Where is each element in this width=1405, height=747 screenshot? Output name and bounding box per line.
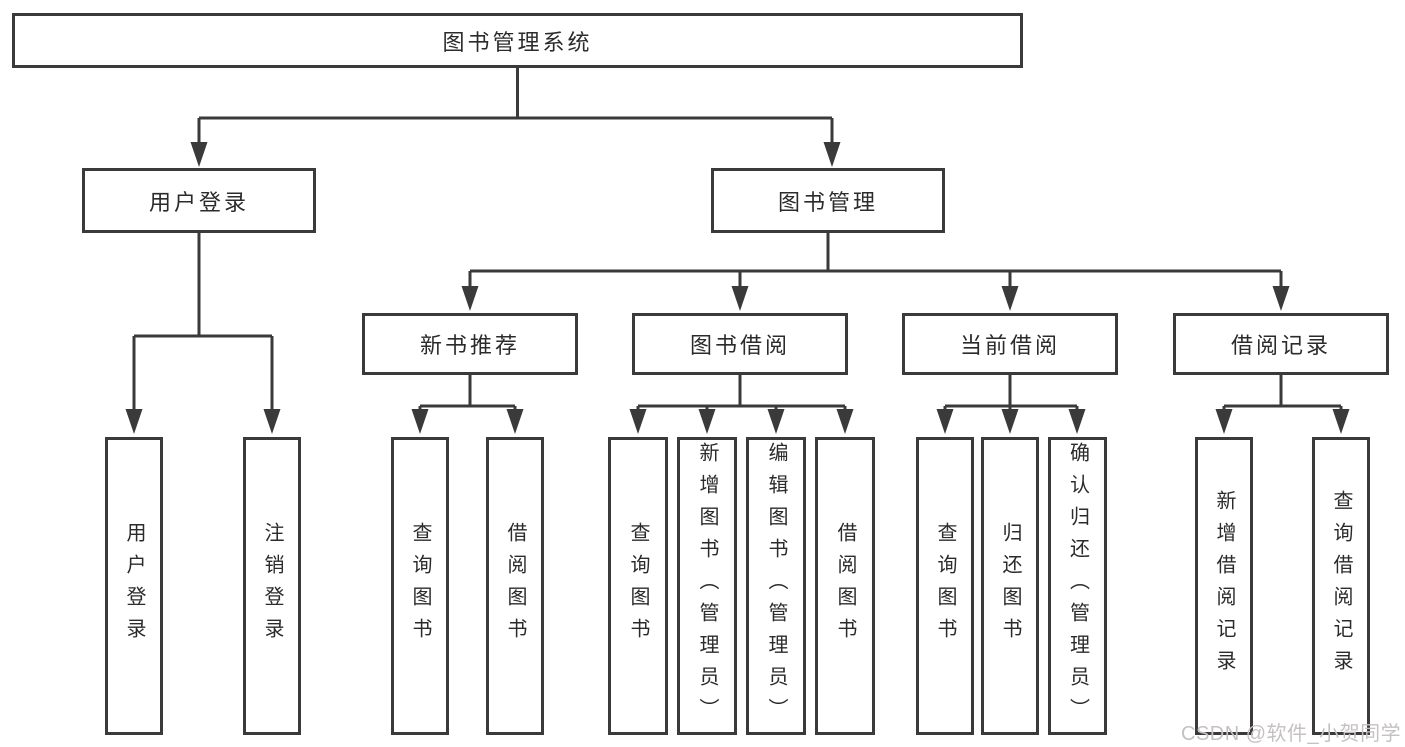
- node-book-management: 图书管理: [711, 168, 945, 233]
- leaf-borrow-edit-books-admin: 编辑图书（管理员）: [746, 437, 806, 735]
- leaf-current-confirm-return-admin: 确认归还（管理员）: [1048, 437, 1107, 735]
- leaf-current-query-books: 查询图书: [916, 437, 974, 735]
- node-root: 图书管理系统: [12, 13, 1023, 68]
- leaf-recommend-query-books: 查询图书: [391, 437, 449, 735]
- leaf-borrow-query-books: 查询图书: [608, 437, 668, 735]
- node-current-borrow: 当前借阅: [902, 313, 1118, 375]
- node-user-login: 用户登录: [82, 168, 316, 233]
- watermark: CSDN @软件_小贺同学: [1181, 723, 1402, 745]
- leaf-borrow-borrow-books: 借阅图书: [815, 437, 875, 735]
- leaf-records-query-record: 查询借阅记录: [1312, 437, 1370, 735]
- leaf-recommend-borrow-books: 借阅图书: [486, 437, 544, 735]
- leaf-current-return-books: 归还图书: [981, 437, 1039, 735]
- leaf-user-login: 用户登录: [105, 437, 163, 735]
- leaf-records-add-record: 新增借阅记录: [1195, 437, 1253, 735]
- leaf-borrow-add-books-admin: 新增图书（管理员）: [677, 437, 737, 735]
- node-book-borrow: 图书借阅: [632, 313, 848, 375]
- leaf-logout: 注销登录: [243, 437, 301, 735]
- node-new-book-recommend: 新书推荐: [362, 313, 578, 375]
- node-borrow-records: 借阅记录: [1173, 313, 1389, 375]
